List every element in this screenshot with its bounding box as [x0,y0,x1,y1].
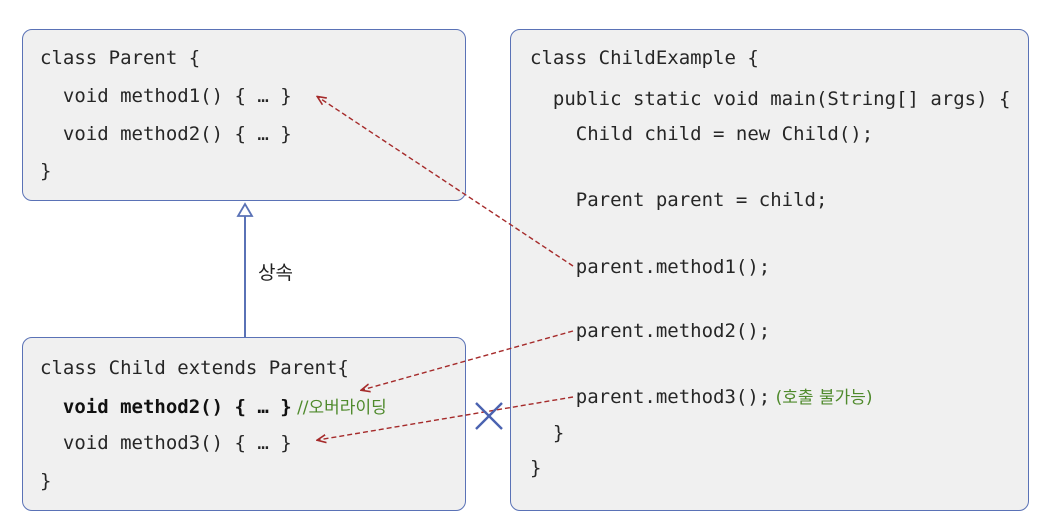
parent-method1-line: void method1() { … } [40,85,292,107]
child-class-line-1: class Child extends Parent{ [40,357,349,379]
child-method3-line: void method3() { … } [40,432,292,454]
override-comment: //오버라이딩 [291,398,387,418]
parent-class-close: } [40,160,52,182]
main-child-creation: Child child = new Child(); [530,123,874,145]
child-method2-code: void method2() { … } [40,396,292,418]
main-class-close: } [530,457,542,479]
child-method2-override-line: void method2() { … } //오버라이딩 [40,395,387,420]
inheritance-arrow [236,202,254,337]
main-parent-assign: Parent parent = child; [530,189,828,211]
blocked-x-icon [475,402,503,430]
child-class-close: } [40,470,52,492]
method3-not-callable-note: (호출 불가능) [770,388,873,408]
main-call-method1: parent.method1(); [530,256,771,278]
main-method-signature: public static void main(String[] args) { [530,88,1011,110]
child-class-box [22,337,466,511]
main-call-method2: parent.method2(); [530,320,771,342]
main-method-close: } [530,422,565,444]
parent-class-line-1: class Parent { [40,47,201,69]
method2-call-arrow [362,330,574,390]
parent-class-box [22,29,466,201]
main-class-line-1: class ChildExample { [530,47,759,69]
inheritance-label: 상속 [258,262,293,284]
parent-method2-line: void method2() { … } [40,123,292,145]
method3-call-arrow [318,396,574,440]
method1-call-arrow [318,97,574,267]
main-call-method3: parent.method3(); [530,386,771,408]
child-example-class-box [510,29,1029,511]
main-call-method3-line: parent.method3(); (호출 불가능) [530,385,873,410]
